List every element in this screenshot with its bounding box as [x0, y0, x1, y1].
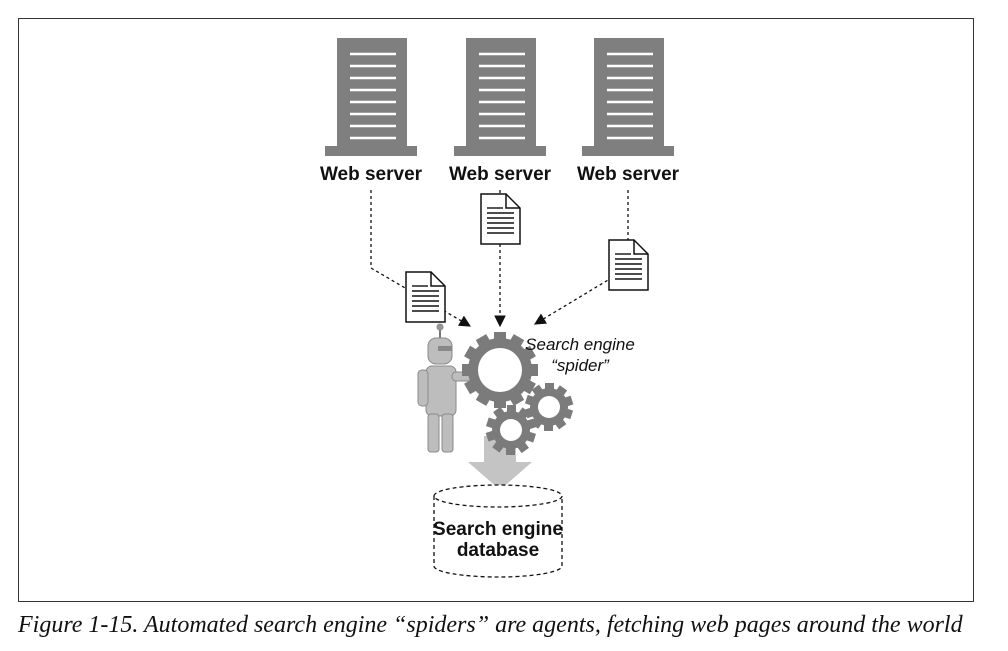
database-label: database: [457, 540, 539, 561]
server-label: Web server: [320, 164, 423, 185]
gear-icon: [485, 405, 537, 455]
figure-frame: [18, 18, 974, 602]
diagram: Web server Web server We: [320, 38, 680, 578]
web-server-3: Web server: [577, 38, 680, 185]
fetch-arrow-left: [370, 190, 472, 327]
gear-icon: [462, 332, 538, 408]
server-label: Web server: [577, 164, 680, 185]
database-icon: [433, 484, 563, 578]
server-icon: [582, 38, 674, 156]
web-server-1: Web server: [320, 38, 423, 185]
document-icon: [480, 193, 521, 245]
document-icon: [608, 239, 649, 291]
spider-label: Search engine: [525, 335, 635, 354]
figure-caption: Figure 1-15. Automated search engine “sp…: [18, 612, 963, 638]
robot-icon: [417, 323, 475, 453]
down-arrow: [468, 436, 532, 490]
database-label: Search engine: [433, 519, 563, 540]
gear-icon: [524, 383, 574, 431]
web-server-2: Web server: [449, 38, 552, 185]
spider-label: “spider”: [551, 356, 610, 375]
server-icon: [325, 38, 417, 156]
server-label: Web server: [449, 164, 552, 185]
server-icon: [454, 38, 546, 156]
document-icon: [405, 271, 446, 323]
